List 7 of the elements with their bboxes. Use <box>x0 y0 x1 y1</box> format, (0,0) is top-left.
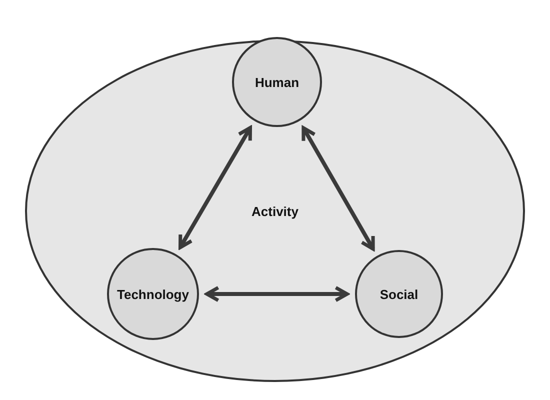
double-arrow <box>178 126 252 250</box>
node-label: Human <box>254 74 300 90</box>
double-arrow <box>302 126 375 251</box>
node-label: Social <box>380 286 418 302</box>
double-arrow <box>205 286 349 302</box>
node-label: Technology <box>117 286 189 302</box>
center-label: Activity <box>252 204 298 218</box>
